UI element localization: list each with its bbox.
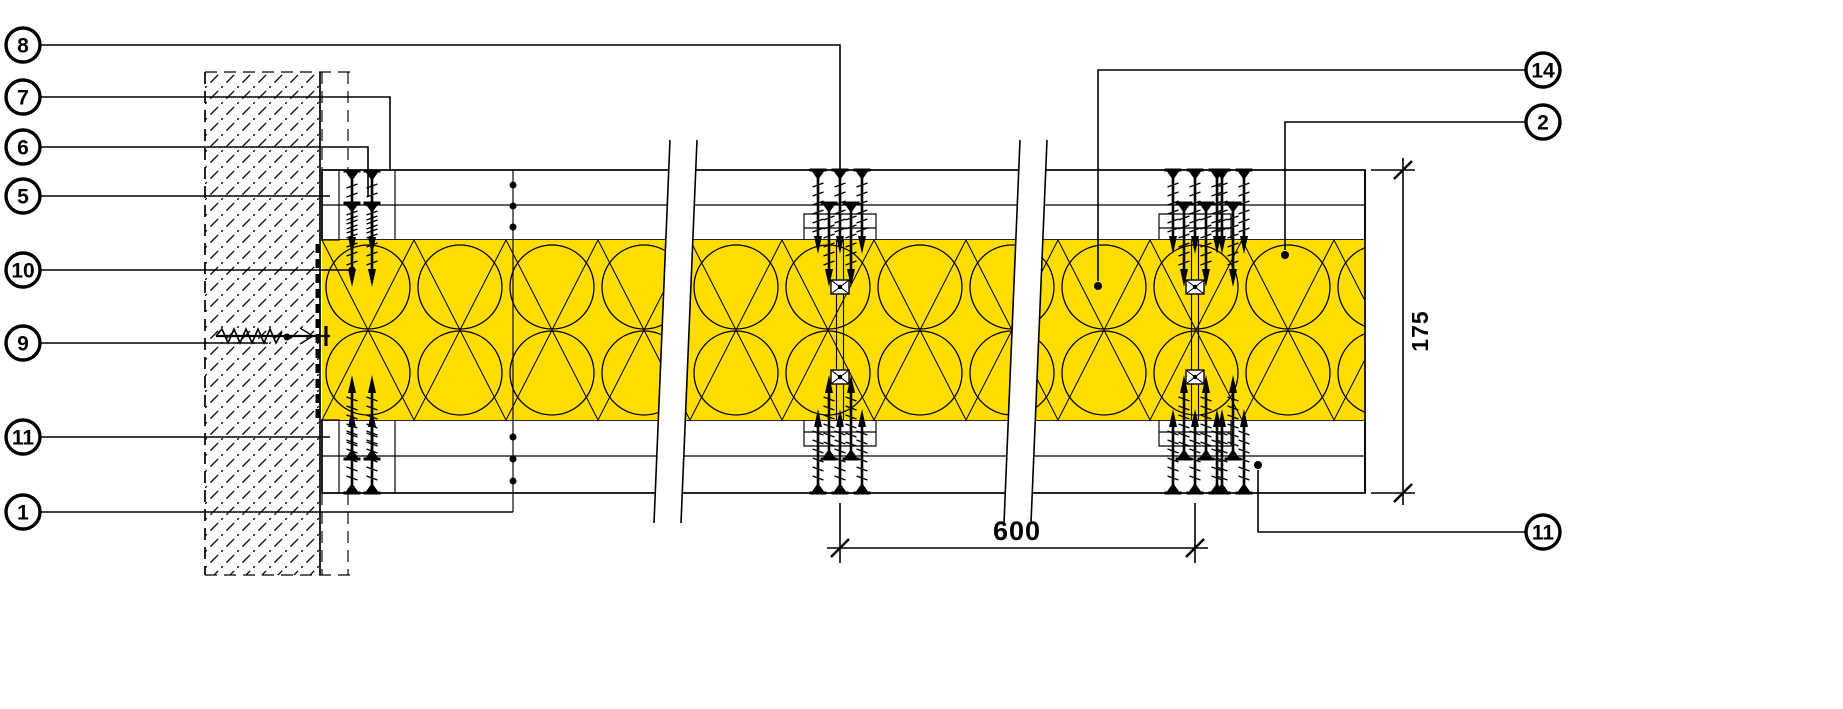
edge-strip-bottom (321, 419, 340, 494)
stud-connector (1185, 369, 1205, 385)
stud-connector (1185, 279, 1205, 295)
callout-7: 7 (4, 78, 42, 116)
callout-label: 6 (17, 137, 29, 160)
leader-line-8 (40, 44, 841, 188)
callout-circle (4, 177, 42, 215)
wall-cut-lines (205, 71, 350, 576)
screw-dot (509, 181, 517, 189)
screw-dot (509, 455, 517, 463)
callout-circle (1524, 51, 1562, 89)
leader-lines (40, 44, 1526, 533)
leader-dot-2 (1281, 251, 1289, 259)
screw-dot (509, 433, 517, 441)
leader-line-7 (40, 96, 391, 171)
callout-label: 9 (17, 333, 29, 356)
callout-circle (4, 418, 42, 456)
callout-circle (4, 128, 42, 166)
callout-label: 11 (1532, 522, 1555, 545)
callout-circle (1524, 513, 1562, 551)
callout-circle (4, 251, 42, 289)
screw-dot (509, 202, 517, 210)
dimension-value-175: 175 (1407, 310, 1433, 351)
screw (852, 407, 872, 495)
break-gap (654, 140, 697, 523)
break-line-right (1003, 139, 1048, 524)
leader-dot-11-right (1254, 461, 1262, 469)
stud-connector (830, 369, 850, 385)
dimension-stud-spacing: 600 (827, 503, 1208, 563)
callout-10: 10 (4, 251, 42, 289)
screw (1234, 407, 1254, 495)
lining-continuation-dashed (321, 72, 349, 575)
wall-hatch-area (205, 72, 320, 575)
masonry-wall (204, 71, 350, 576)
anchor-dot (283, 333, 291, 341)
callout-label: 5 (17, 186, 29, 209)
screw (830, 407, 850, 495)
callout-label: 11 (12, 427, 35, 450)
dimension-ticks-175 (1393, 160, 1413, 503)
callout-label: 2 (1537, 112, 1549, 135)
dimension-lines-600 (827, 503, 1208, 563)
leader-line-14 (1097, 69, 1526, 281)
callout-circle (4, 26, 42, 64)
screw (808, 407, 828, 495)
screw (1185, 407, 1205, 495)
callout-1: 1 (4, 493, 42, 531)
dimension-value-600: 600 (993, 516, 1041, 546)
callout-circle (1524, 103, 1562, 141)
wall-anchor-screw (215, 326, 330, 346)
dimension-lines-175 (1371, 158, 1415, 505)
callout-11-right: 11 (1524, 513, 1562, 551)
callout-2: 2 (1524, 103, 1562, 141)
callout-circle (4, 324, 42, 362)
screw-dot (509, 223, 517, 231)
leader-line-11-right (1257, 470, 1526, 533)
callout-14: 14 (1524, 51, 1562, 89)
callout-circle (4, 78, 42, 116)
callout-label: 14 (1531, 60, 1555, 83)
board-joint-line (509, 170, 517, 512)
callout-label: 7 (17, 87, 29, 110)
callout-8: 8 (4, 26, 42, 64)
leader-line-6 (40, 146, 369, 196)
callout-circle (4, 493, 42, 531)
stud-connector (830, 279, 850, 295)
callout-label: 8 (17, 35, 29, 58)
dimension-ticks-600 (830, 538, 1205, 558)
stud-web (835, 240, 845, 420)
callout-5: 5 (4, 177, 42, 215)
leader-dot-10 (348, 266, 356, 274)
dimension-thickness: 175 (1371, 158, 1433, 505)
callout-11-left: 11 (4, 418, 42, 456)
callout-9: 9 (4, 324, 42, 362)
break-strokes (653, 139, 698, 524)
callouts: 8 7 6 5 10 9 11 1 (4, 26, 1562, 551)
leader-line-2 (1284, 121, 1526, 250)
screw-dot (509, 477, 517, 485)
callout-6: 6 (4, 128, 42, 166)
leader-dot-14 (1094, 282, 1102, 290)
callout-label: 1 (17, 502, 29, 525)
callout-label: 10 (11, 260, 34, 283)
break-strokes (1003, 139, 1048, 524)
edge-strip-top (321, 169, 340, 241)
stud-web (1190, 240, 1200, 420)
break-gap (1004, 140, 1047, 523)
break-line-left (653, 139, 698, 524)
metal-stud-1 (803, 168, 877, 495)
screw (1163, 407, 1183, 495)
